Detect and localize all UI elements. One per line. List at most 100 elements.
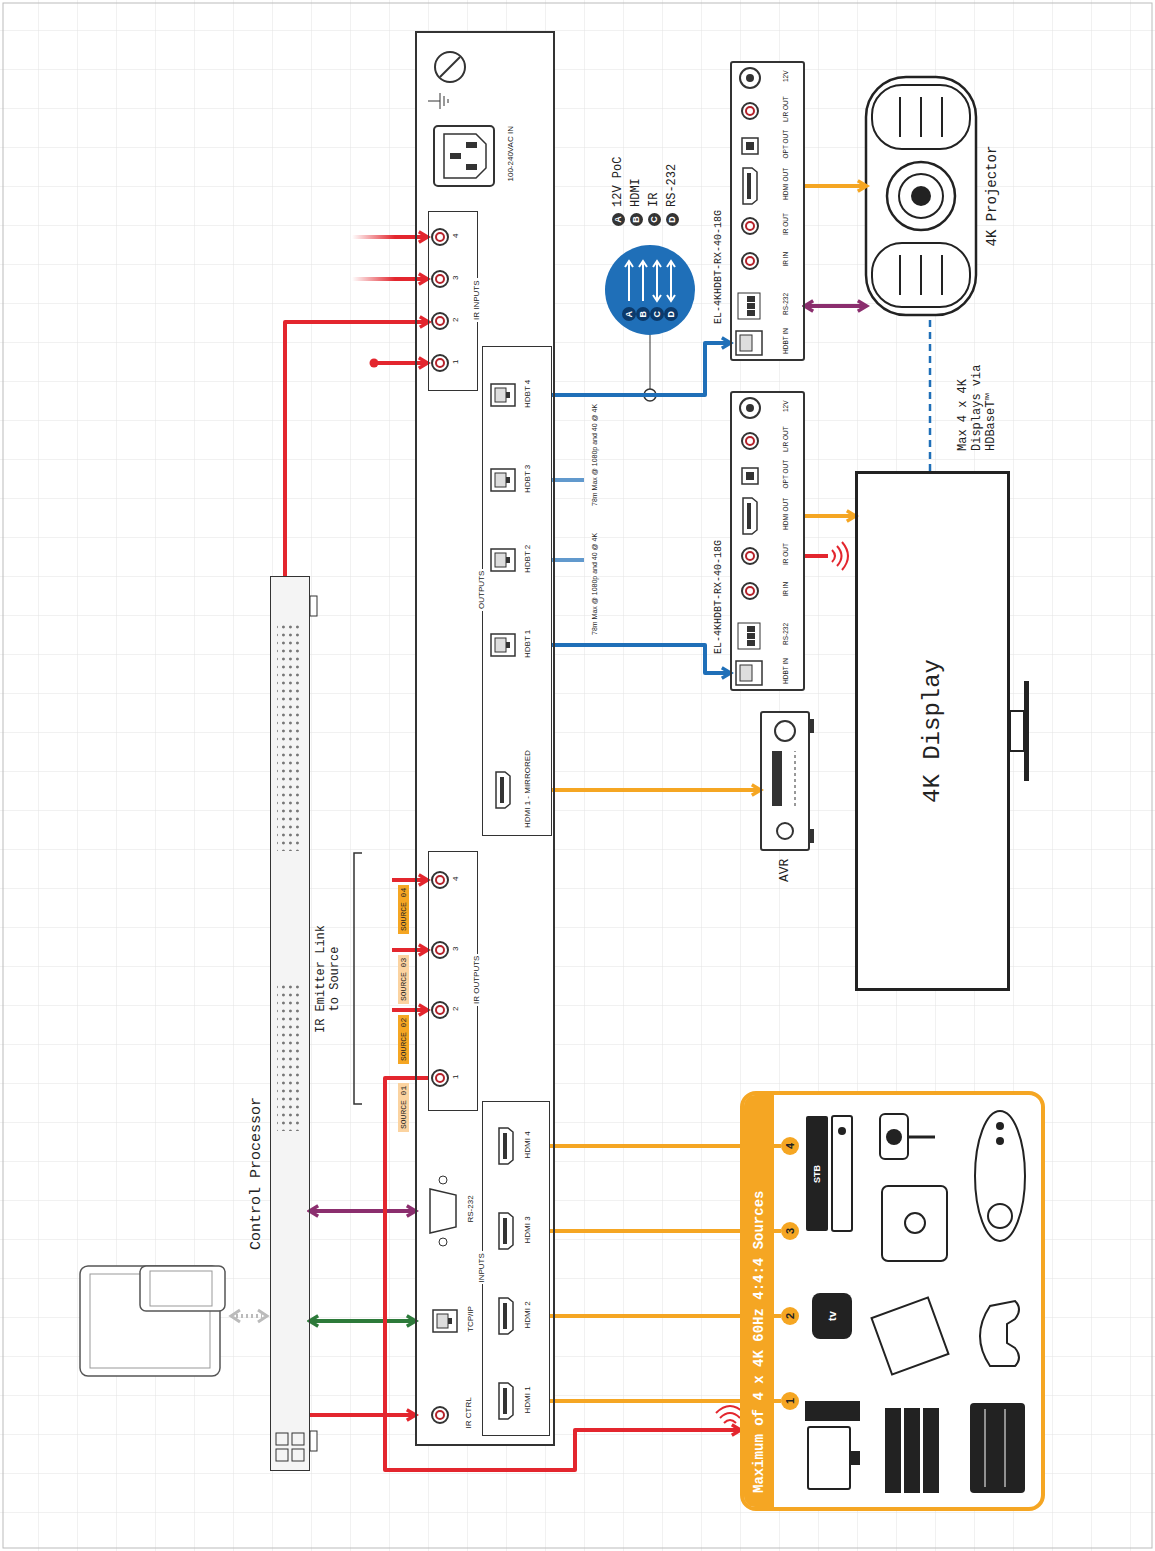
ir-outputs-panel: IR OUTPUTS1234 (428, 851, 478, 1111)
signal-stubs (376, 361, 427, 365)
sources-drawing (1005, 1409, 1006, 1487)
sources-drawing (806, 1116, 828, 1231)
node-text: 4K Projector (984, 146, 1000, 247)
avr-drawing (760, 711, 814, 851)
node-text: 1 (451, 1075, 460, 1079)
avr-drawing (810, 829, 814, 843)
node-text: RS-232 (466, 1195, 475, 1222)
node-text: RS-232 (782, 623, 789, 645)
node-text: 12V (782, 70, 789, 82)
matrix-rear-panel (428, 93, 448, 109)
node-text: HDBT IN (782, 328, 789, 354)
sources-drawing (880, 1114, 908, 1159)
legend-circle-drawing (650, 335, 651, 389)
matrix-rear-panel (499, 1213, 513, 1249)
avr-drawing (772, 751, 782, 806)
avr-drawing (810, 719, 814, 733)
matrix-rear-panel (432, 271, 448, 287)
node-text: IR OUTPUTS (472, 954, 481, 1006)
signal-cable (552, 788, 760, 792)
projector-drawing (900, 97, 942, 295)
node-text: HDMI 1 (523, 1386, 532, 1413)
annotation-text: STB (812, 1165, 822, 1183)
outputs-panel: OUTPUTSHDMI 1 - MIRROREDHDBT 1HDBT 2HDBT… (482, 346, 552, 836)
signal-stubs (805, 554, 828, 558)
sources-drawing (808, 1427, 850, 1489)
node-text: IR OUT (782, 543, 789, 565)
matrix-rear-panel (430, 1189, 456, 1233)
receiver-drawings (736, 68, 762, 355)
node-text: AVR (777, 859, 792, 882)
matrix-rear-panel (435, 52, 465, 82)
legend-circle-drawing (605, 245, 695, 401)
signal-cable (385, 1078, 740, 1470)
tablet-icon (231, 1310, 267, 1322)
sources-drawing (996, 1122, 1004, 1130)
annotation-text: IR Emitter Link to Source (314, 923, 342, 1035)
node-text: L/R OUT (782, 426, 789, 452)
projector-drawing (866, 77, 976, 315)
matrix-rear-panel (466, 164, 477, 170)
inputs-panel: INPUTSHDMI 1HDMI 2HDMI 3HDMI 4 (482, 1101, 550, 1436)
signal-cable (310, 1209, 415, 1213)
matrix-rear-panel (433, 1310, 457, 1332)
legend-circle-drawing (636, 307, 650, 321)
projector-drawing (911, 186, 931, 206)
signal-stubs (392, 948, 427, 952)
signal-cable (310, 1319, 415, 1323)
matrix-unit: INPUTSHDMI 1HDMI 2HDMI 3HDMI 4 IR OUTPUTS… (415, 31, 555, 1446)
node-text: RS-232 (782, 293, 789, 315)
sources-group: 1234Maximum of 4 x 4K 60Hz 4:4:4 Sources (740, 1091, 1045, 1511)
node-text: C (652, 311, 662, 318)
receiver-drawings (736, 398, 762, 685)
control-processor-body (270, 576, 310, 1471)
signal-cable (552, 645, 730, 673)
annotation-text: Max 4 x 4K Displays via HDBaseT™ (956, 351, 998, 451)
legend-text: HDMI (629, 178, 643, 207)
node-text: 1 (784, 1398, 796, 1404)
receiver-drawings (730, 391, 805, 691)
signal-stubs (832, 542, 848, 570)
matrix-rear-panel (491, 469, 515, 491)
node-text: 4 (451, 877, 460, 881)
matrix-rear-panel (434, 126, 494, 186)
node-text: HDMI 4 (523, 1131, 532, 1158)
legend-text: IR (647, 193, 661, 207)
annotation-text: SOURCE 02 (398, 1015, 409, 1064)
node-text: HDBT 2 (523, 545, 532, 573)
control-processor-body (270, 576, 317, 1471)
node-text: IR IN (782, 252, 789, 267)
sources-drawing (923, 1408, 939, 1493)
legend-circle-drawing (622, 307, 636, 321)
source-number: 3 (781, 1222, 799, 1240)
sources-drawing (832, 1116, 852, 1231)
node-text: 3 (784, 1228, 796, 1234)
node-text: IR CTRL (464, 1397, 473, 1428)
node-text: B (638, 311, 648, 318)
signal-cable (929, 315, 932, 471)
frame (3, 3, 1152, 1548)
sources-drawing (975, 1111, 1025, 1241)
node-text: 3 (451, 276, 460, 280)
node-text: HDBT 3 (523, 465, 532, 493)
node-text: 2 (451, 318, 460, 322)
projector-drawing (866, 77, 976, 315)
hdbaset-receiver: EL-4KHDBT-RX-40-18GHDBT INRS-232IR INIR … (730, 391, 805, 691)
sources-drawing (740, 1091, 1045, 1511)
projector: 4K Projector (866, 77, 976, 315)
node-text: INPUTS (477, 1251, 486, 1284)
signal-cable (805, 514, 855, 518)
control-processor-body (276, 1433, 288, 1445)
annotation-text: tv (826, 1311, 838, 1321)
matrix-rear-panel (499, 1128, 513, 1164)
display-drawing (1024, 681, 1029, 781)
tablet-icon (80, 1266, 220, 1376)
node-text: 3 (451, 947, 460, 951)
display-drawing (855, 471, 1010, 991)
legend-circle-drawing (664, 307, 678, 321)
node-text: 2 (784, 1313, 796, 1319)
signal-stubs (354, 853, 362, 1104)
signal-stubs (392, 1008, 427, 1012)
control-processor-body (277, 621, 303, 851)
